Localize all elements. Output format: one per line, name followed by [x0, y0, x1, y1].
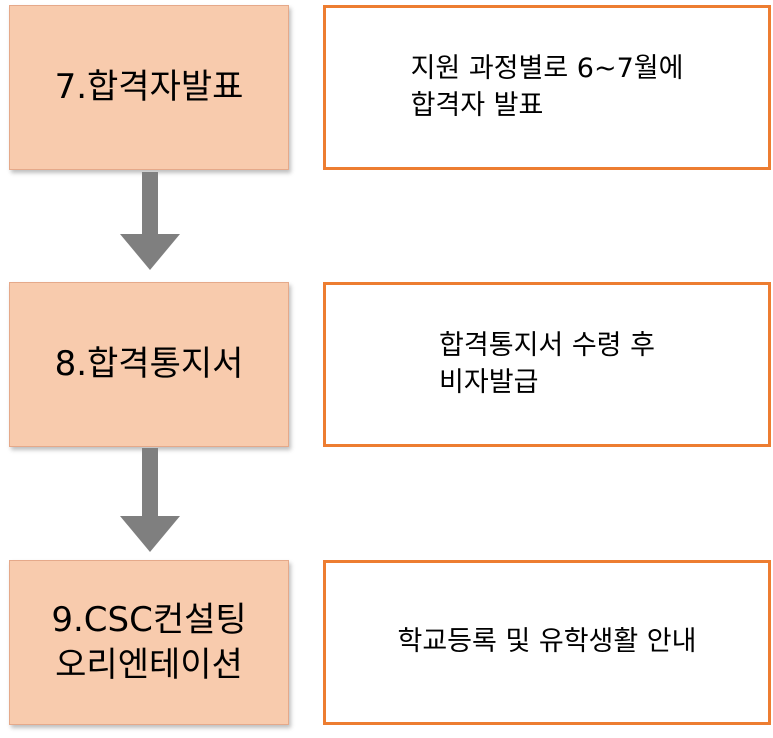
step-box-7: 7.합격자발표: [9, 5, 289, 170]
step-title-line-2: 오리엔테이션: [55, 644, 243, 685]
description-line: 합격통지서 수령 후: [439, 330, 655, 362]
down-arrow-icon: [120, 172, 180, 270]
description-line: 학교등록 및 유학생활 안내: [397, 626, 697, 658]
description-box-8: 합격통지서 수령 후 비자발급: [323, 282, 771, 447]
description-line: 지원 과정별로 6~7월에: [410, 53, 684, 85]
down-arrow-icon: [120, 448, 180, 552]
step-title-line-1: 9.CSC컨설팅: [51, 600, 247, 641]
description-line: 합격자 발표: [410, 89, 544, 121]
description-box-9: 학교등록 및 유학생활 안내: [323, 560, 771, 725]
step-title: 8.합격통지서: [54, 344, 244, 385]
step-box-9: 9.CSC컨설팅 오리엔테이션: [9, 560, 289, 725]
description-box-7: 지원 과정별로 6~7월에 합격자 발표: [323, 5, 771, 170]
step-title: 7.합격자발표: [54, 67, 244, 108]
step-box-8: 8.합격통지서: [9, 282, 289, 447]
description-line: 비자발급: [439, 366, 539, 398]
